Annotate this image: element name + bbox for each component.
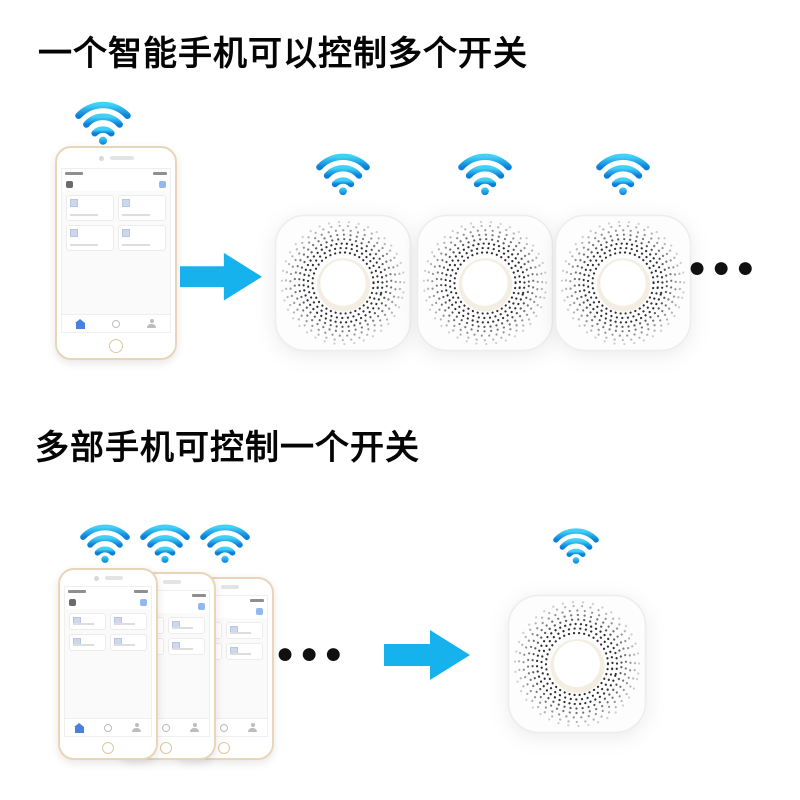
home-button <box>102 741 114 754</box>
app-header-icon <box>66 181 73 188</box>
section-one-title: 一个智能手机可以控制多个开关 <box>38 35 528 73</box>
earpiece-speaker <box>109 156 134 160</box>
home-tab-icon <box>74 318 85 329</box>
device-card-grid <box>65 609 151 718</box>
app-header <box>65 596 151 609</box>
status-bar <box>62 169 170 178</box>
bottom-nav <box>62 314 170 332</box>
home-tab-icon <box>74 722 84 733</box>
arrow-right-icon <box>180 250 262 303</box>
smart-switch-3 <box>554 214 692 352</box>
device-card <box>66 195 114 221</box>
smart-tab-icon <box>220 723 228 732</box>
app-header <box>62 178 170 191</box>
app-header-action <box>198 603 205 610</box>
phone-screen <box>61 168 171 333</box>
phone-bottom-bezel <box>176 737 272 758</box>
wifi-icon <box>316 152 370 196</box>
camera-dot <box>93 575 99 581</box>
device-card <box>69 613 106 630</box>
camera-dot <box>98 155 104 161</box>
device-card <box>66 225 114 251</box>
smartphone-main <box>55 146 177 360</box>
smart-switch-2 <box>416 214 554 352</box>
wifi-icon <box>200 523 250 564</box>
smartphone-1 <box>58 568 158 760</box>
status-left <box>65 172 83 175</box>
home-button <box>160 741 172 754</box>
arrow-right-icon <box>384 627 470 683</box>
app-header-action <box>256 608 263 615</box>
smart-tab-icon <box>162 723 170 732</box>
device-card <box>110 613 147 630</box>
wifi-icon <box>140 523 190 564</box>
status-right <box>153 172 167 175</box>
smart-tab-icon <box>104 723 112 732</box>
app-header-icon <box>69 599 76 606</box>
profile-tab-icon <box>248 723 257 732</box>
ellipsis-dots: ●●● <box>276 637 349 670</box>
wifi-icon <box>596 152 650 196</box>
device-card <box>226 643 263 660</box>
device-card <box>69 634 106 651</box>
app-header-action <box>140 599 147 606</box>
device-card-grid <box>62 191 170 314</box>
device-card <box>168 638 205 655</box>
phone-screen <box>64 586 152 737</box>
earpiece-speaker <box>104 576 123 580</box>
smart-switch-1 <box>274 214 412 352</box>
device-card <box>118 195 166 221</box>
status-left <box>68 590 86 593</box>
home-button <box>109 338 123 353</box>
status-right <box>250 599 264 602</box>
wifi-icon <box>553 527 599 564</box>
phone-top-bezel <box>57 148 175 168</box>
app-header-action <box>159 181 166 188</box>
device-card <box>110 634 147 651</box>
earpiece-speaker <box>220 585 239 589</box>
bottom-nav <box>65 718 151 736</box>
earpiece-speaker <box>162 580 181 584</box>
status-bar <box>65 587 151 596</box>
profile-tab-icon <box>147 319 157 328</box>
status-right <box>192 594 206 597</box>
home-button <box>218 741 230 754</box>
device-card <box>226 622 263 639</box>
wifi-icon <box>75 100 131 146</box>
status-right <box>134 590 148 593</box>
ellipsis-dots: ●●● <box>688 251 761 284</box>
phone-bottom-bezel <box>57 333 175 358</box>
phone-bottom-bezel <box>60 737 156 758</box>
wifi-icon <box>80 523 130 564</box>
section-two-title: 多部手机可控制一个开关 <box>35 429 420 467</box>
smart-tab-icon <box>111 319 120 328</box>
wifi-icon <box>458 152 512 196</box>
phone-bottom-bezel <box>118 737 214 758</box>
device-card <box>118 225 166 251</box>
profile-tab-icon <box>190 723 199 732</box>
device-card <box>168 617 205 634</box>
phone-top-bezel <box>60 570 156 586</box>
smart-switch-single <box>507 594 647 734</box>
profile-tab-icon <box>132 723 141 732</box>
